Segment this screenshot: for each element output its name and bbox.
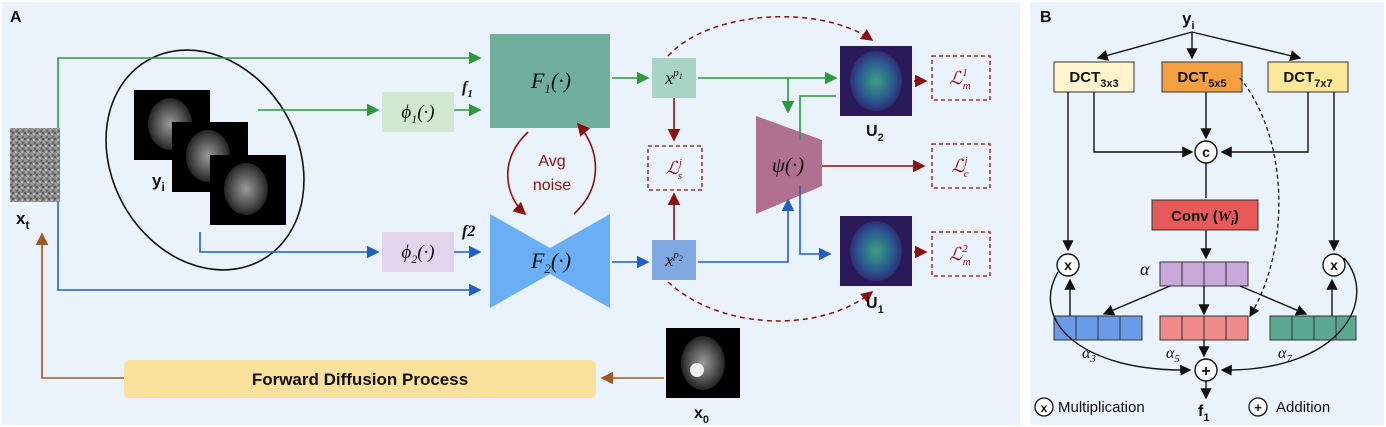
phi2-label: ϕ2(·) bbox=[401, 242, 434, 266]
F2-network bbox=[490, 214, 610, 308]
svg-text:x: x bbox=[1041, 401, 1048, 415]
phi1-label: ϕ1(·) bbox=[401, 102, 434, 126]
psi-fusion-block bbox=[756, 116, 822, 214]
legend-multiply-icon bbox=[1034, 397, 1054, 417]
xp2-box bbox=[652, 240, 696, 280]
alpha5-vector bbox=[1225, 315, 1249, 341]
dct-3x3-box bbox=[1053, 61, 1135, 93]
alpha-label: α bbox=[1140, 259, 1150, 279]
forward-diffusion-box bbox=[124, 360, 596, 398]
phi1-box bbox=[382, 92, 454, 132]
alpha-vector bbox=[1225, 261, 1249, 287]
avg-noise-arrow-down bbox=[506, 131, 529, 216]
multiply-circle-right bbox=[1322, 253, 1346, 277]
xp2-label: xp2 bbox=[664, 249, 683, 270]
f2-label: f2 bbox=[462, 223, 475, 240]
green-path-xt-to-F1 bbox=[57, 51, 482, 128]
conv-box bbox=[1151, 199, 1259, 231]
F2-label: F2(·) bbox=[530, 248, 571, 276]
dashed-xp2-to-U1 bbox=[667, 281, 874, 322]
loss-m2-box bbox=[931, 231, 991, 277]
panel-a-label: A bbox=[10, 9, 22, 26]
alpha7-label: α7 bbox=[1278, 345, 1292, 365]
psi-label: ψ(·) bbox=[772, 153, 804, 177]
panel-b-label: B bbox=[1040, 9, 1052, 26]
alpha5-label: α5 bbox=[1166, 345, 1180, 365]
noisy-image-xt bbox=[10, 128, 60, 202]
legend-multiplication: Multiplication bbox=[1058, 399, 1145, 416]
F1-label: F1(·) bbox=[530, 68, 571, 96]
dct-5x5-label: DCT5x5 bbox=[1177, 69, 1226, 90]
forward-diffusion-label: Forward Diffusion Process bbox=[252, 370, 468, 389]
alpha3-label: α3 bbox=[1082, 345, 1096, 365]
avg-noise-arrow-up bbox=[573, 122, 597, 215]
avg-noise-label-line2: noise bbox=[533, 177, 571, 194]
concat-label: c bbox=[1202, 144, 1210, 160]
dct-5x5-box bbox=[1161, 61, 1243, 93]
alpha7-vector bbox=[1335, 315, 1357, 341]
dct-3x3-label: DCT3x3 bbox=[1069, 69, 1118, 90]
forward-to-xt-arrow bbox=[35, 232, 124, 379]
U2-label: U2 bbox=[866, 123, 884, 144]
dashed-xp1-to-U2 bbox=[667, 15, 874, 57]
f1-label: f1 bbox=[462, 79, 473, 100]
legend-addition: Addition bbox=[1276, 399, 1330, 416]
alpha3-vector bbox=[1119, 315, 1143, 341]
yi-input-label: yi bbox=[1182, 9, 1195, 32]
avg-noise-label-line1: Avg bbox=[538, 153, 565, 170]
svg-text:+: + bbox=[1201, 363, 1210, 380]
f1-output-label: f1 bbox=[1198, 403, 1209, 424]
phi2-box bbox=[382, 232, 454, 272]
blue-path-y-to-phi2 bbox=[199, 232, 380, 259]
U1-label: U1 bbox=[866, 295, 884, 316]
xt-label: xt bbox=[16, 209, 29, 232]
conv-label: Conv (Wi) bbox=[1171, 208, 1239, 228]
yi-label: yi bbox=[152, 171, 165, 194]
svg-text:x: x bbox=[1330, 257, 1338, 273]
svg-text:+: + bbox=[1254, 400, 1262, 415]
xp1-box bbox=[652, 58, 696, 98]
dct-7x7-label: DCT7x7 bbox=[1283, 69, 1332, 90]
svg-text:x: x bbox=[1064, 257, 1072, 273]
legend-add-icon bbox=[1248, 397, 1268, 417]
loss-c-box bbox=[931, 143, 991, 189]
blue-path-xt-to-F2 bbox=[57, 202, 482, 297]
xp1-label: xp1 bbox=[664, 67, 683, 88]
dashed-dct5-to-alpha5 bbox=[1239, 77, 1280, 318]
x0-label: x0 bbox=[694, 405, 709, 426]
conditions-ellipse bbox=[105, 49, 305, 271]
multiply-circle-left bbox=[1056, 253, 1080, 277]
loss-m1-box bbox=[931, 55, 991, 101]
